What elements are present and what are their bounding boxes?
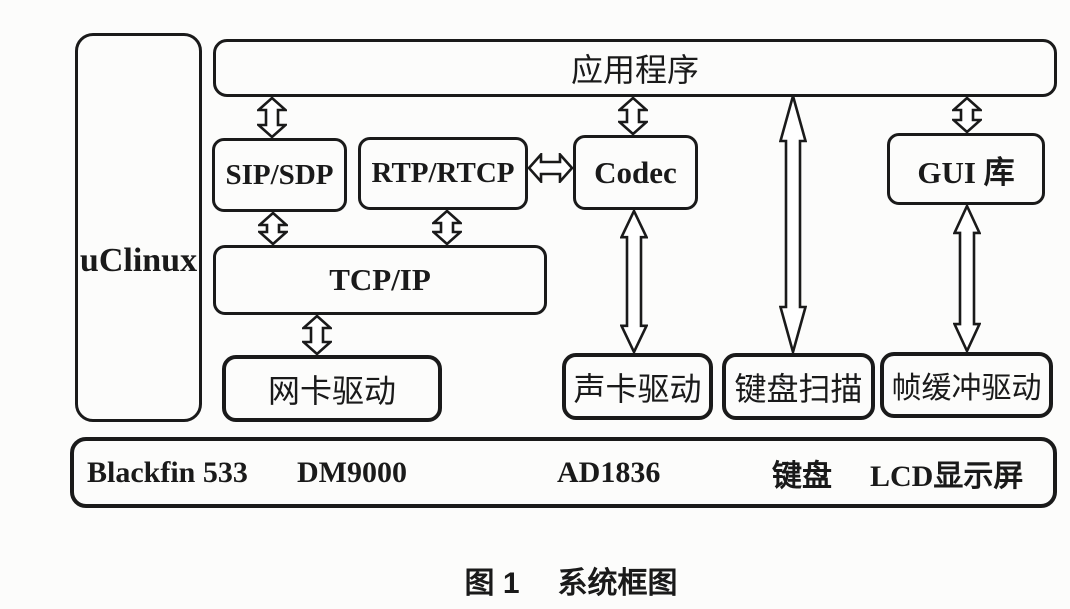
block-uclinux-label: uClinux bbox=[79, 241, 198, 279]
block-codec: Codec bbox=[573, 135, 698, 210]
block-nic-driver: 网卡驱动 bbox=[222, 355, 442, 422]
block-tcp-ip-label: TCP/IP bbox=[329, 262, 431, 297]
double-arrow-sipsdp-tcpip bbox=[256, 211, 290, 246]
block-rtp-rtcp-label: RTP/RTCP bbox=[371, 157, 515, 189]
block-application: 应用程序 bbox=[213, 39, 1057, 97]
double-arrow-app-guilib bbox=[950, 96, 984, 134]
block-framebuffer-driver-label: 帧缓冲驱动 bbox=[891, 372, 1042, 405]
double-arrow-tcpip-nicdriver bbox=[300, 314, 334, 356]
block-sound-driver-label: 声卡驱动 bbox=[573, 370, 702, 407]
figure-caption-title: 系统框图 bbox=[557, 567, 678, 600]
hardware-item-blackfin: Blackfin 533 bbox=[87, 455, 248, 489]
block-tcp-ip: TCP/IP bbox=[213, 245, 547, 315]
double-arrow-guilib-framebuffer bbox=[952, 202, 982, 355]
block-application-label: 应用程序 bbox=[570, 52, 699, 88]
hardware-bar: Blackfin 533 DM9000 AD1836 键盘 LCD显示屏 bbox=[70, 437, 1057, 508]
hardware-item-keyboard: 键盘 bbox=[772, 459, 832, 493]
hardware-item-ad1836: AD1836 bbox=[557, 455, 661, 489]
block-keyboard-scan-label: 键盘扫描 bbox=[734, 370, 863, 407]
double-arrow-app-sipsdp bbox=[255, 96, 289, 139]
block-gui-lib-label: GUI 库 bbox=[917, 154, 1015, 190]
figure-caption: 图 1 系统框图 bbox=[464, 558, 677, 602]
block-nic-driver-label: 网卡驱动 bbox=[267, 372, 396, 409]
block-sip-sdp: SIP/SDP bbox=[212, 138, 347, 212]
hardware-item-lcd: LCD显示屏 bbox=[870, 459, 1024, 493]
block-gui-lib: GUI 库 bbox=[887, 133, 1045, 205]
double-arrow-app-keyboardscan bbox=[778, 91, 808, 357]
block-sound-driver: 声卡驱动 bbox=[562, 353, 713, 420]
double-arrow-rtprtcp-codec bbox=[527, 151, 574, 185]
block-rtp-rtcp: RTP/RTCP bbox=[358, 137, 528, 210]
block-framebuffer-driver: 帧缓冲驱动 bbox=[880, 352, 1053, 418]
block-keyboard-scan: 键盘扫描 bbox=[722, 353, 875, 420]
block-uclinux: uClinux bbox=[75, 33, 202, 422]
double-arrow-codec-sounddriver bbox=[619, 207, 649, 356]
double-arrow-rtprtcp-tcpip bbox=[430, 209, 464, 246]
block-sip-sdp-label: SIP/SDP bbox=[225, 158, 334, 191]
double-arrow-app-codec bbox=[616, 96, 650, 136]
figure-caption-label: 图 1 bbox=[464, 567, 520, 600]
block-codec-label: Codec bbox=[594, 154, 677, 190]
hardware-item-dm9000: DM9000 bbox=[297, 455, 407, 489]
